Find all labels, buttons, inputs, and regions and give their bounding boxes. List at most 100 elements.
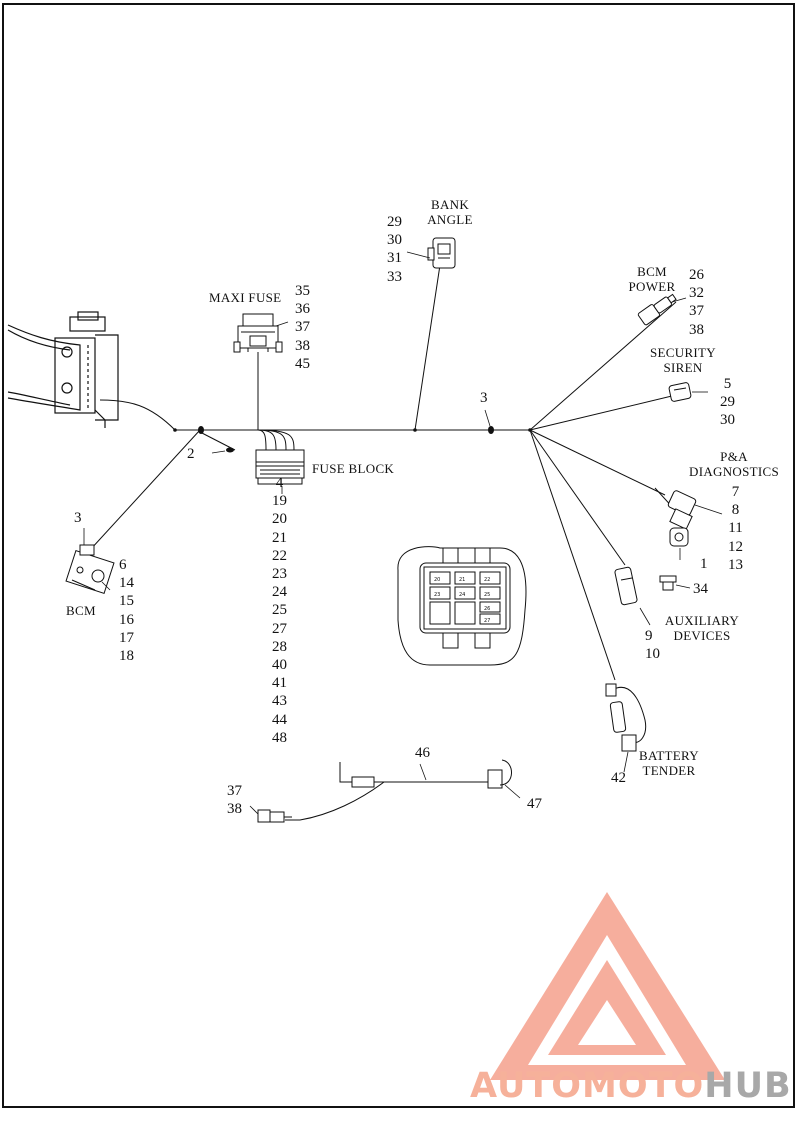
part-number: 20 — [272, 511, 287, 528]
auxiliary-drawing — [614, 566, 677, 606]
part-number: 29 — [720, 394, 735, 411]
svg-text:22: 22 — [484, 577, 490, 583]
maxi-fuse-drawing — [233, 313, 283, 353]
part-number: 25 — [272, 602, 287, 619]
svg-text:21: 21 — [459, 577, 465, 583]
part-number: 38 — [689, 321, 704, 338]
watermark-logo — [490, 892, 725, 1080]
svg-text:20: 20 — [434, 577, 440, 583]
part-number: 29 — [387, 214, 402, 230]
fuse-block-drawing — [255, 429, 305, 485]
part-number: 16 — [119, 611, 134, 628]
part-number: 38 — [227, 801, 242, 818]
part-number: 26 — [689, 267, 704, 283]
tender-harness-part: 46 — [415, 745, 430, 761]
maxi-fuse-parts: 35 36 37 38 45 — [295, 282, 310, 373]
motorcycle-frame — [7, 311, 119, 428]
part-number: 33 — [387, 268, 402, 285]
trunk-junctions — [173, 426, 532, 453]
pa-diagnostics-caption-l2: DIAGNOSTICS — [689, 464, 779, 479]
part-number: 5 — [723, 376, 732, 392]
trunk-clip-part: 3 — [480, 390, 488, 406]
watermark-text-primary: AUTOMOTO — [470, 1066, 705, 1106]
page-border — [2, 3, 795, 1108]
bcm-drawing — [65, 544, 115, 595]
part-number: 13 — [728, 556, 743, 573]
part-number: 21 — [272, 529, 287, 546]
aux-plug-part: 34 — [693, 581, 708, 597]
security-siren-parts: 5 29 30 — [720, 375, 735, 430]
part-number: 43 — [272, 693, 287, 710]
part-number: 6 — [119, 557, 127, 573]
part-number: 32 — [689, 285, 704, 302]
maxi-fuse-caption: MAXI FUSE — [209, 290, 282, 305]
main-trunk — [89, 264, 677, 681]
fuse-block-parts: 4 19 20 21 22 23 24 25 27 28 40 41 43 44… — [272, 474, 287, 747]
part-number: 12 — [728, 538, 743, 555]
pa-diagnostics-caption-l1: P&A — [720, 449, 748, 464]
tender-clip-part: 47 — [527, 796, 542, 812]
part-number: 37 — [689, 303, 704, 320]
tender-harness-drawing — [257, 759, 512, 823]
part-number: 18 — [119, 648, 134, 665]
part-number: 48 — [272, 729, 287, 746]
part-number: 31 — [387, 250, 402, 267]
pa-diagnostics-parts: 7 8 11 12 13 — [728, 483, 743, 574]
battery-tender-part: 42 — [611, 770, 626, 786]
part-number: 30 — [720, 412, 735, 429]
auxiliary-devices-caption-l1: AUXILIARY — [664, 613, 740, 628]
part-number: 19 — [272, 493, 287, 510]
part-number: 8 — [731, 502, 740, 519]
watermark-text: AUTOMOTOHUB — [470, 1066, 792, 1106]
bank-angle-caption-l2: ANGLE — [427, 212, 473, 227]
security-siren-caption-l1: SECURITY — [650, 345, 716, 360]
part-number: 35 — [295, 283, 310, 299]
ground-strap-part: 2 — [187, 446, 195, 462]
bcm-power-caption-l1: BCM — [637, 264, 667, 279]
part-number: 36 — [295, 301, 310, 318]
battery-tender-caption-l1: BATTERY — [639, 748, 699, 763]
fuse-block-caption: FUSE BLOCK — [312, 461, 395, 476]
pa-diagnostics-drawing — [654, 487, 697, 547]
tender-harness-end-parts: 37 38 — [227, 782, 242, 818]
bcm-top-part: 3 — [74, 510, 82, 526]
bank-angle-parts: 29 30 31 33 — [387, 213, 402, 286]
fuse-grid-labels: 20 21 22 23 24 25 26 27 — [434, 577, 490, 624]
security-siren-caption-l2: SIREN — [663, 360, 703, 375]
svg-text:27: 27 — [484, 618, 490, 624]
part-number: 10 — [645, 646, 660, 663]
battery-tender-drawing — [605, 683, 647, 752]
auxiliary-devices-caption-l2: DEVICES — [673, 628, 731, 643]
part-number: 38 — [295, 337, 310, 354]
part-number: 14 — [119, 575, 134, 592]
security-siren-drawing — [668, 382, 692, 402]
svg-text:25: 25 — [484, 592, 490, 598]
part-number: 22 — [272, 547, 287, 564]
part-number: 40 — [272, 657, 287, 674]
part-number: 44 — [272, 711, 287, 728]
fuse-block-detail — [397, 546, 527, 666]
bcm-power-caption-l2: POWER — [628, 279, 676, 294]
part-number: 28 — [272, 638, 287, 655]
svg-text:24: 24 — [459, 592, 465, 598]
part-number: 45 — [295, 355, 310, 372]
watermark-text-secondary: HUB — [704, 1066, 792, 1106]
aux-parts: 9 10 — [645, 627, 660, 663]
bank-angle-drawing — [427, 237, 456, 269]
part-number: 27 — [272, 620, 287, 637]
part-number: 9 — [645, 628, 653, 644]
part-number: 11 — [728, 520, 743, 537]
svg-text:26: 26 — [484, 606, 490, 612]
bcm-caption: BCM — [66, 603, 96, 618]
part-number: 23 — [272, 566, 287, 583]
svg-text:23: 23 — [434, 592, 440, 598]
part-number: 15 — [119, 593, 134, 610]
part-number: 30 — [387, 232, 402, 249]
bcm-parts: 6 14 15 16 17 18 — [119, 556, 134, 665]
part-number: 37 — [295, 319, 310, 336]
